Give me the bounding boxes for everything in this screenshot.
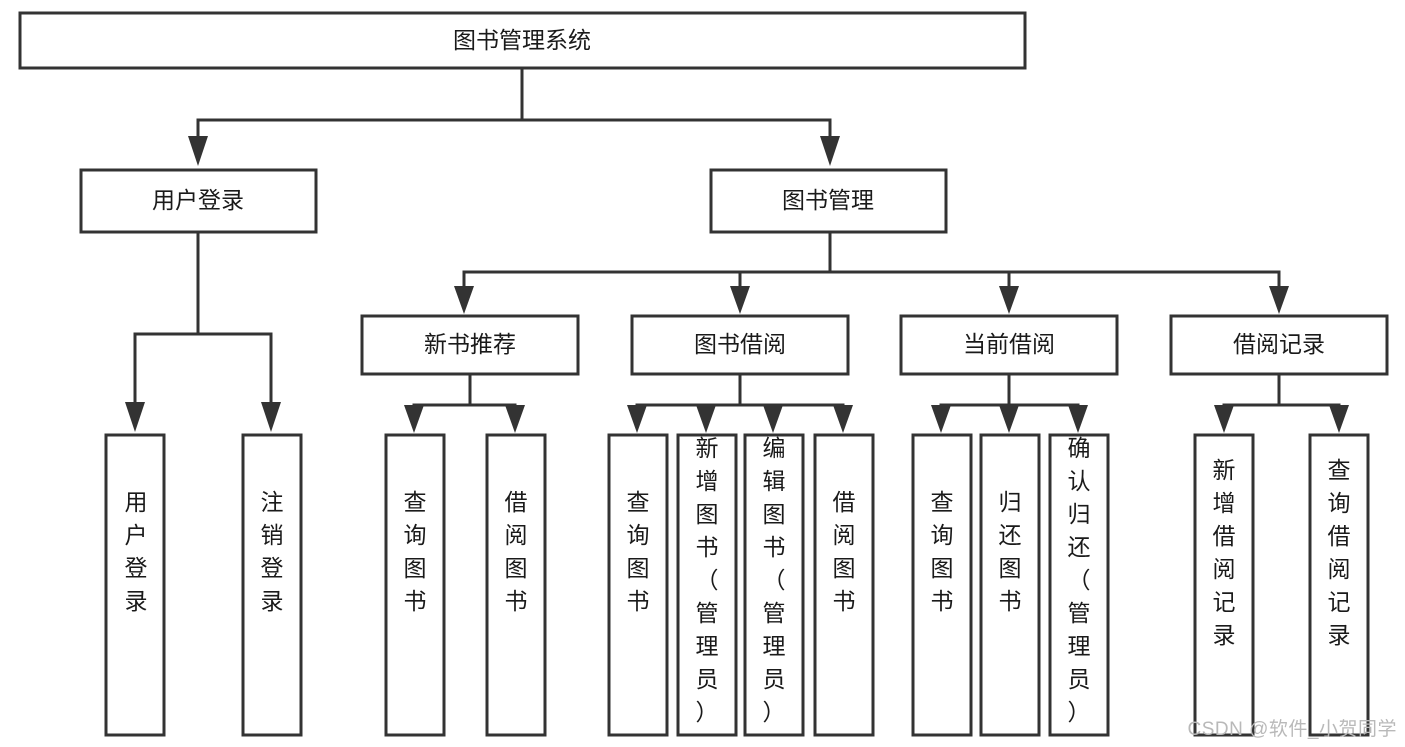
node-borrow-record[interactable]: 借阅记录 [1169, 314, 1389, 376]
node-leaf-add-record-box[interactable] [1193, 433, 1255, 737]
node-leaf-user-logout[interactable]: 注销登录 [241, 433, 303, 737]
node-current-borrow-label: 当前借阅 [963, 331, 1055, 357]
node-leaf-query-book-3[interactable]: 查询图书 [911, 433, 973, 737]
node-leaf-borrow-book-1[interactable]: 借阅图书 [485, 433, 547, 737]
node-book-manage[interactable]: 图书管理 [709, 168, 948, 234]
node-leaf-user-login-box[interactable] [104, 433, 166, 737]
arrow-head-leaf-add-record [1214, 405, 1234, 433]
node-borrow-record-label: 借阅记录 [1233, 331, 1325, 357]
node-user-login-label: 用户登录 [152, 187, 244, 213]
node-leaf-return-book[interactable]: 归还图书 [979, 433, 1041, 737]
node-current-borrow-box[interactable] [899, 314, 1119, 376]
arrow-head-leaf-user-logout [261, 402, 281, 432]
node-new-book-recommend-box[interactable] [360, 314, 580, 376]
node-leaf-return-book-label: 归还图书 [999, 489, 1022, 614]
arrow-head-book-manage [820, 136, 840, 166]
node-leaf-confirm-return-box[interactable] [1048, 433, 1110, 737]
node-leaf-user-login-label: 用户登录 [125, 489, 148, 614]
node-current-borrow[interactable]: 当前借阅 [899, 314, 1119, 376]
connector-layer [125, 66, 1349, 433]
node-leaf-add-record[interactable]: 新增借阅记录 [1193, 433, 1255, 737]
node-new-book-recommend-label: 新书推荐 [424, 331, 516, 357]
node-leaf-query-record-box[interactable] [1308, 433, 1370, 737]
node-book-manage-box[interactable] [709, 168, 948, 234]
node-user-login-box[interactable] [79, 168, 318, 234]
arrow-head-leaf-query-book-1 [404, 405, 424, 433]
node-root-box[interactable] [18, 11, 1027, 70]
csdn-watermark: CSDN @软件_小贺同学 [1187, 719, 1397, 740]
arrow-head-leaf-confirm-return [1068, 405, 1088, 433]
node-leaf-query-book-2[interactable]: 查询图书 [607, 433, 669, 737]
arrow-head-leaf-borrow-book-2 [833, 405, 853, 433]
arrow-head-leaf-borrow-book-1 [505, 405, 525, 433]
node-leaf-borrow-book-1-label: 借阅图书 [505, 489, 528, 614]
arrow-head-book-borrow [730, 286, 750, 314]
node-leaf-add-record-label: 新增借阅记录 [1213, 457, 1236, 648]
node-leaf-query-book-1-box[interactable] [384, 433, 446, 737]
arrow-head-new-book-recommend [454, 286, 474, 314]
node-root-label: 图书管理系统 [453, 27, 591, 53]
node-leaf-borrow-book-2-box[interactable] [813, 433, 875, 737]
node-leaf-edit-book-box[interactable] [743, 433, 805, 737]
node-leaf-query-book-2-label: 查询图书 [627, 489, 650, 614]
node-user-login[interactable]: 用户登录 [79, 168, 318, 234]
arrow-head-leaf-user-login [125, 402, 145, 432]
node-leaf-add-book-label: 新增图书（管理员） [696, 435, 719, 725]
node-book-manage-label: 图书管理 [782, 187, 874, 213]
node-new-book-recommend[interactable]: 新书推荐 [360, 314, 580, 376]
node-book-borrow[interactable]: 图书借阅 [630, 314, 850, 376]
node-leaf-borrow-book-2-label: 借阅图书 [833, 489, 856, 614]
node-leaf-borrow-book-1-box[interactable] [485, 433, 547, 737]
node-root[interactable]: 图书管理系统 [18, 11, 1027, 70]
node-leaf-add-book-box[interactable] [676, 433, 738, 737]
node-leaf-query-book-1-label: 查询图书 [404, 489, 427, 614]
node-leaf-confirm-return-label: 确认归还（管理员） [1068, 435, 1091, 725]
node-book-borrow-label: 图书借阅 [694, 331, 786, 357]
arrow-head-current-borrow [999, 286, 1019, 314]
arrow-head-leaf-add-book [696, 405, 716, 433]
node-leaf-add-book[interactable]: 新增图书（管理员） [676, 433, 738, 737]
node-borrow-record-box[interactable] [1169, 314, 1389, 376]
node-leaf-user-logout-box[interactable] [241, 433, 303, 737]
arrow-head-leaf-query-record [1329, 405, 1349, 433]
node-leaf-edit-book[interactable]: 编辑图书（管理员） [743, 433, 805, 737]
node-leaf-user-login[interactable]: 用户登录 [104, 433, 166, 737]
node-leaf-return-book-box[interactable] [979, 433, 1041, 737]
node-leaf-query-book-2-box[interactable] [607, 433, 669, 737]
node-leaf-edit-book-label: 编辑图书（管理员） [763, 435, 786, 725]
node-leaf-user-logout-label: 注销登录 [261, 489, 284, 614]
arrow-head-leaf-query-book-2 [627, 405, 647, 433]
node-book-borrow-box[interactable] [630, 314, 850, 376]
node-leaf-query-book-1[interactable]: 查询图书 [384, 433, 446, 737]
arrow-head-leaf-return-book [999, 405, 1019, 433]
arrow-head-leaf-query-book-3 [931, 405, 951, 433]
arrow-head-borrow-record [1269, 286, 1289, 314]
node-leaf-confirm-return[interactable]: 确认归还（管理员） [1048, 433, 1110, 737]
arrow-head-user-login [188, 136, 208, 166]
arrow-head-leaf-edit-book [763, 405, 783, 433]
node-leaf-borrow-book-2[interactable]: 借阅图书 [813, 433, 875, 737]
node-leaf-query-record[interactable]: 查询借阅记录 [1308, 433, 1370, 737]
node-leaf-query-book-3-label: 查询图书 [931, 489, 954, 614]
node-leaf-query-book-3-box[interactable] [911, 433, 973, 737]
node-leaf-query-record-label: 查询借阅记录 [1328, 457, 1351, 648]
